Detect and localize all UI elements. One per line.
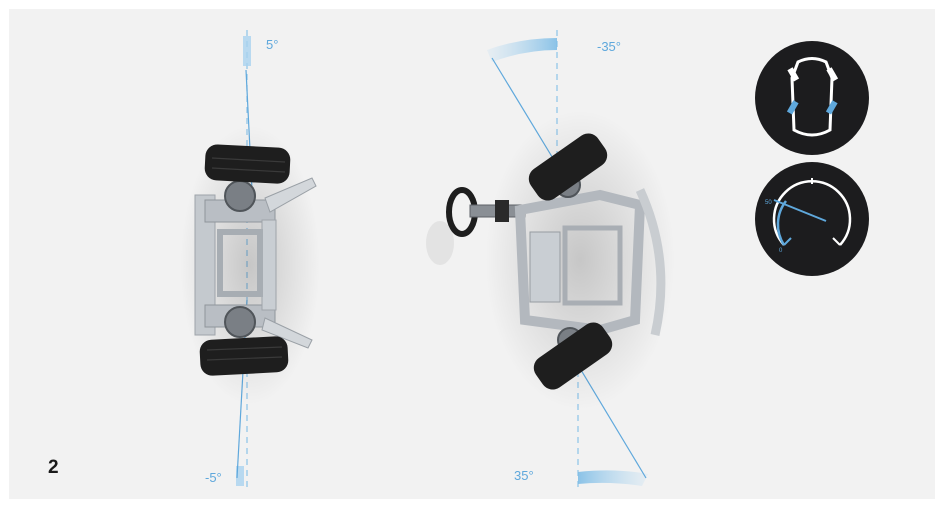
figure-number: 2: [48, 457, 59, 478]
diagram-canvas: 5° -5° -35° 35°: [9, 9, 935, 499]
rear-tire-top: [204, 144, 291, 184]
rear-arm-top: [264, 177, 317, 213]
gauge-top-label: 50: [765, 200, 772, 206]
front-subframe: [562, 225, 623, 306]
rear-hub-bottom: [224, 306, 256, 338]
rear-tire-bottom: [199, 336, 289, 376]
front-top-arc: [487, 38, 557, 62]
steering-rack: [495, 200, 509, 222]
speed-gauge-icon: [755, 162, 869, 276]
rear-frame-left-rail: [194, 194, 216, 336]
rear-axle-assembly: [180, 30, 320, 488]
front-tire-bottom: [533, 322, 613, 390]
rear-bottom-tick: [236, 466, 244, 486]
front-bumper-beam: [635, 188, 666, 336]
front-frame-main: [514, 189, 646, 336]
rear-top-angle-label: 5°: [266, 37, 278, 52]
front-top-angle-label: -35°: [597, 39, 621, 54]
front-bottom-arc: [578, 470, 648, 486]
rear-frame-center: [217, 229, 263, 297]
front-bottom-angle-label: 35°: [514, 468, 534, 483]
steering-wheel-shadow: [426, 221, 454, 265]
gauge-needle: [773, 199, 827, 222]
rear-arm-bottom: [261, 317, 313, 349]
rear-frame-right-rail: [261, 219, 277, 311]
front-axle-assembly: [426, 30, 675, 488]
front-frame-center: [529, 231, 561, 303]
car-wheel-steer-icon: [755, 41, 869, 155]
rear-top-tick: [243, 36, 251, 66]
front-tire-top: [528, 133, 608, 201]
rear-hub-top: [224, 180, 256, 212]
gauge-bottom-label: 0: [779, 248, 783, 254]
rear-bottom-angle-label: -5°: [205, 470, 222, 485]
